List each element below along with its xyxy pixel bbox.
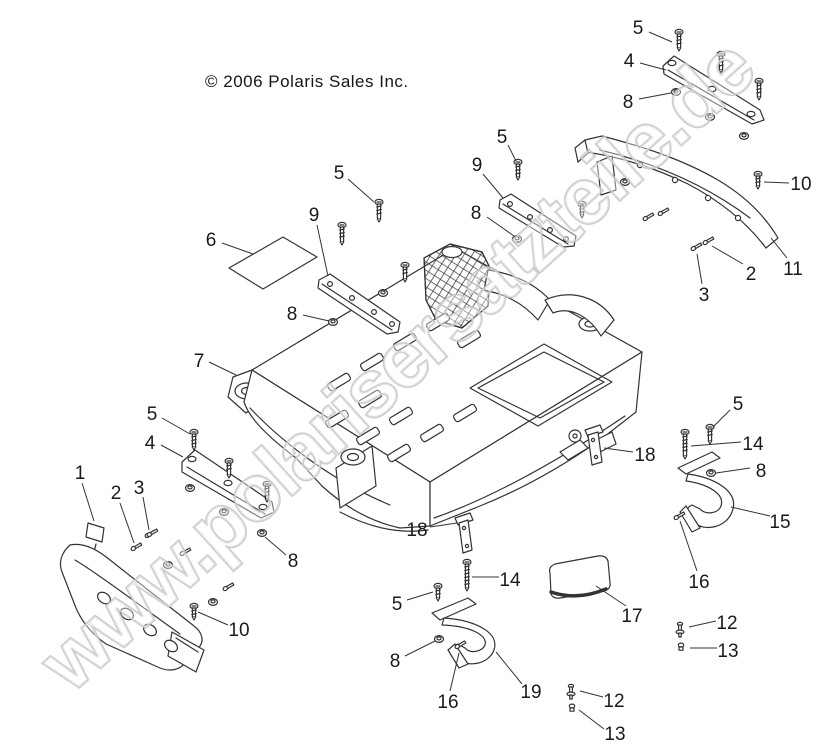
callout-label-15: 15: [769, 512, 790, 533]
callout-label-5: 5: [733, 394, 744, 415]
callout-label-4: 4: [145, 433, 156, 454]
callout-label-8: 8: [390, 651, 401, 672]
callout-label-8: 8: [288, 551, 299, 572]
part-support-strap-top: [318, 274, 400, 334]
callout-label-19: 19: [520, 682, 541, 703]
callout-label-5: 5: [334, 163, 345, 184]
part-bumper-left: [60, 523, 204, 672]
hardware-fasteners: [130, 29, 763, 711]
part-support-bar-bottom-left: [182, 450, 274, 518]
part-grab-handle-right: [678, 452, 734, 532]
callout-label-13: 13: [717, 641, 738, 662]
part-main-bed: [228, 244, 642, 531]
callout-label-17: 17: [621, 606, 642, 627]
callout-label-2: 2: [111, 483, 122, 504]
part-support-bar-top-right: [663, 56, 764, 124]
callout-label-5: 5: [392, 594, 403, 615]
callout-label-9: 9: [472, 155, 483, 176]
part-support-strap-mid: [499, 194, 576, 247]
callout-label-8: 8: [623, 92, 634, 113]
callout-label-12: 12: [603, 691, 624, 712]
copyright-text: © 2006 Polaris Sales Inc.: [205, 72, 409, 91]
callout-label-11: 11: [783, 259, 803, 280]
callout-label-3: 3: [134, 478, 145, 499]
callout-label-4: 4: [624, 51, 635, 72]
callout-label-3: 3: [699, 285, 710, 306]
callout-label-16: 16: [688, 572, 709, 593]
callout-label-18: 18: [406, 520, 427, 541]
callout-label-8: 8: [287, 304, 298, 325]
callout-label-14: 14: [742, 434, 764, 455]
callout-label-5: 5: [147, 404, 158, 425]
callout-label-1: 1: [75, 463, 86, 484]
callout-label-6: 6: [206, 230, 217, 251]
callout-label-5: 5: [633, 18, 644, 39]
callout-label-10: 10: [790, 174, 811, 195]
callout-label-13: 13: [604, 724, 625, 745]
callout-label-12: 12: [716, 613, 737, 634]
callout-label-18: 18: [634, 445, 655, 466]
callout-label-8: 8: [471, 203, 482, 224]
part-pad: [550, 556, 611, 598]
callout-label-14: 14: [499, 570, 521, 591]
callout-label-5: 5: [497, 127, 508, 148]
callout-label-9: 9: [309, 205, 320, 226]
callout-label-8: 8: [756, 461, 767, 482]
callout-label-16: 16: [437, 692, 458, 713]
callout-label-7: 7: [194, 351, 205, 372]
part-bracket-right: [585, 425, 603, 465]
part-bumper-cover-right: [575, 136, 778, 248]
part-grab-handle-left: [432, 598, 495, 668]
part-bracket-left: [455, 513, 473, 553]
callout-label-2: 2: [746, 264, 757, 285]
callout-label-10: 10: [228, 620, 249, 641]
part-decal-plate: [229, 237, 317, 289]
